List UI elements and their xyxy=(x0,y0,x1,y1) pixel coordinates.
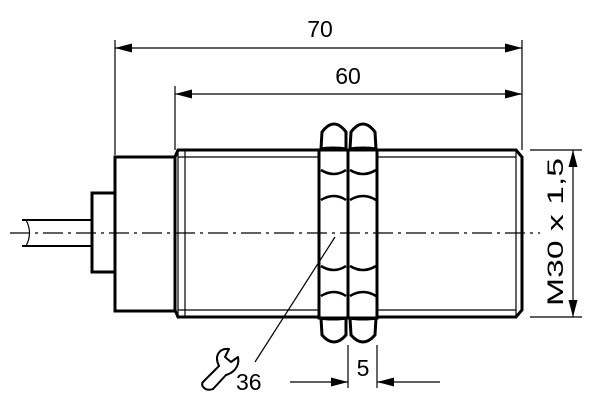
dimension-60: 60 xyxy=(174,63,522,150)
thread-length-label: 60 xyxy=(335,63,361,89)
dimension-thread: M30 x 1,5 xyxy=(530,149,582,318)
nut-thickness-label: 5 xyxy=(357,355,370,381)
dimension-5: 5 xyxy=(290,345,440,388)
sensor-body xyxy=(22,148,524,319)
dimension-70: 70 xyxy=(114,16,523,155)
lock-nuts xyxy=(317,122,379,344)
thread-size-label: M30 x 1,5 xyxy=(543,158,568,306)
wrench-icon xyxy=(201,347,240,391)
dimension-36: 36 xyxy=(201,236,336,395)
wrench-size-label: 36 xyxy=(236,369,262,395)
overall-length-label: 70 xyxy=(307,16,333,42)
